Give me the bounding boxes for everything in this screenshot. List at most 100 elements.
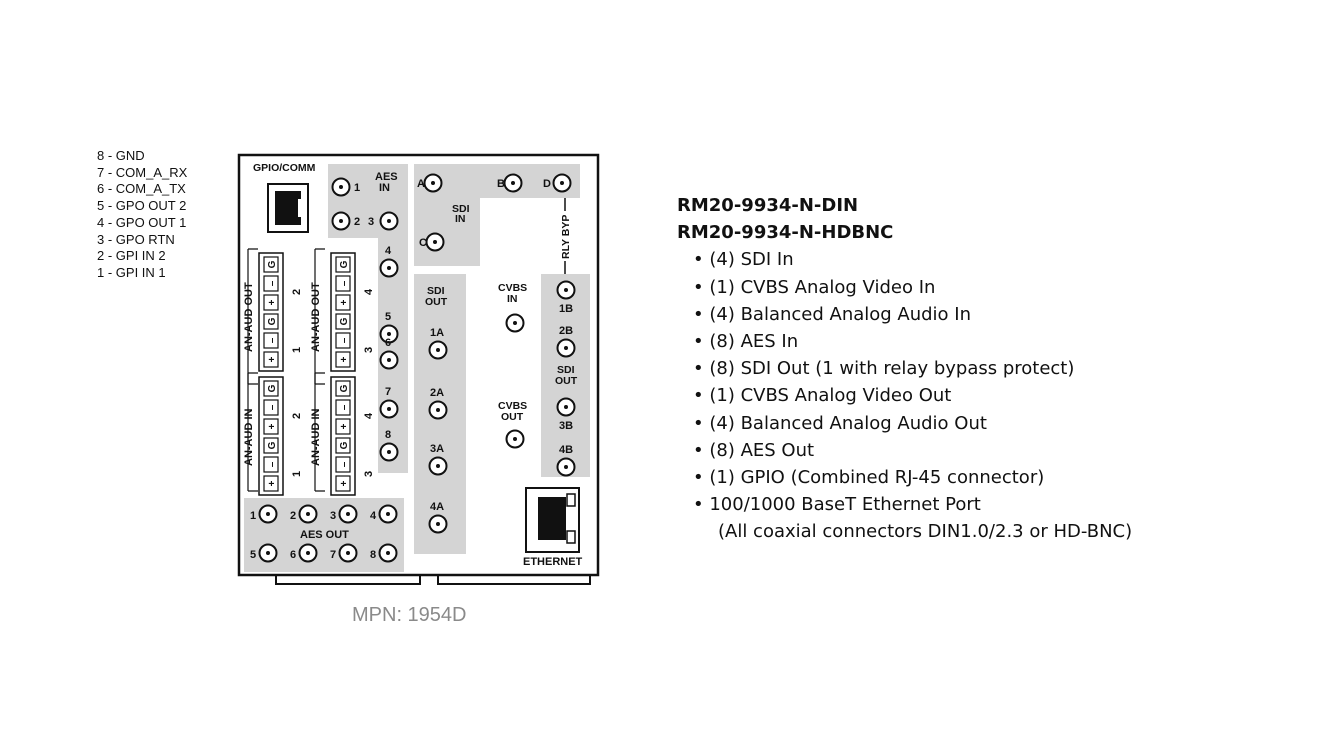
aes-in-7-label: 7: [385, 386, 391, 398]
channel-label: 1: [291, 347, 303, 353]
terminal-pin-label: –: [267, 280, 278, 286]
terminal-pin: [263, 256, 279, 273]
aes-out-2-label: 2: [290, 510, 296, 522]
pinout-line: 8 - GND: [97, 148, 145, 163]
sdi-out-label: SDI: [427, 285, 445, 297]
spec-bullet: • (4) Balanced Analog Audio In: [693, 303, 972, 325]
terminal-pin-label: +: [339, 480, 350, 486]
spec-bullet: • (1) GPIO (Combined RJ-45 connector): [693, 467, 1045, 489]
cvbs-in-label: CVBS: [498, 282, 527, 294]
terminal-pin: [263, 380, 279, 397]
terminal-pin-label: G: [339, 384, 350, 392]
spec-bullet: • (8) AES Out: [693, 439, 815, 461]
sdi-out-b-region: [541, 274, 590, 477]
ethernet-led: [566, 530, 576, 544]
an-aud-out-block-2: [330, 252, 356, 372]
terminal-pin-label: –: [267, 461, 278, 467]
model-name: RM20-9934-N-HDBNC: [677, 222, 894, 244]
pinout-line: 3 - GPO RTN: [97, 231, 175, 247]
terminal-pin: [335, 380, 351, 397]
sdi-out-1b-label: 1B: [559, 303, 573, 315]
spec-bullet: • (1) CVBS Analog Video In: [693, 276, 936, 298]
aes-in-5-label: 5: [385, 311, 391, 323]
spec-bullet: • (1) CVBS Analog Video Out: [693, 385, 952, 407]
spec-list: RM20-9934-N-DIN RM20-9934-N-HDBNC • (4) …: [677, 192, 1132, 546]
terminal-pin: [263, 456, 279, 473]
pinout-line: 2 - GPI IN 2: [97, 248, 166, 264]
sdi-in-b-label: B: [497, 178, 505, 190]
sdi-in-a-label: A: [417, 178, 425, 190]
mpn-label: MPN: 1954D: [352, 604, 467, 626]
aes-out-3-label: 3: [330, 510, 336, 522]
sdi-in-label: IN: [455, 213, 466, 225]
sdi-out-2b-label: 2B: [559, 325, 573, 337]
terminal-pin: [335, 332, 351, 349]
aes-out-8-label: 8: [370, 549, 376, 561]
terminal-pin: [263, 351, 279, 368]
sdi-out-4a-label: 4A: [430, 501, 444, 513]
terminal-pin-label: +: [267, 423, 278, 429]
terminal-pin: [335, 313, 351, 330]
terminal-pin-label: G: [267, 384, 278, 392]
aes-out-6-label: 6: [290, 549, 296, 561]
model-name: RM20-9934-N-DIN: [677, 195, 859, 216]
spec-bullet: • (4) SDI In: [693, 249, 794, 271]
an-aud-in-bracket-right: [314, 372, 325, 492]
sdi-out-1a-label: 1A: [430, 327, 444, 339]
spec-bullet: • (4) Balanced Analog Audio Out: [693, 412, 987, 434]
terminal-pin-label: –: [339, 280, 350, 286]
an-aud-in-bracket-left: [247, 372, 258, 492]
sdi-out-b-label: OUT: [555, 375, 578, 387]
gpio-pinout-list: 8 - GND 7 - COM_A_RX 6 - COM_A_TX 5 - GP…: [97, 148, 187, 282]
pinout-line: 5 - GPO OUT 2: [97, 198, 187, 214]
cvbs-out-label: CVBS: [498, 400, 527, 412]
terminal-pin: [335, 294, 351, 311]
terminal-pin: [263, 475, 279, 492]
terminal-pin: [335, 437, 351, 454]
aes-out-4-label: 4: [370, 510, 377, 522]
an-aud-out-bracket-left: [247, 248, 258, 385]
channel-label: 3: [363, 347, 375, 353]
terminal-pin-label: +: [339, 423, 350, 429]
sdi-out-3a-label: 3A: [430, 443, 444, 455]
an-aud-in-block-2: [330, 376, 356, 496]
terminal-pin: [335, 418, 351, 435]
terminal-pin-label: –: [339, 337, 350, 343]
terminal-pin: [263, 275, 279, 292]
terminal-pin: [263, 294, 279, 311]
an-aud-out-label: AN-AUD OUT: [310, 282, 322, 352]
rear-panel-svg: GPIO/COMM AES IN SDI IN RLY BYP SDI OUT …: [237, 153, 600, 585]
terminal-pin-label: G: [267, 260, 278, 268]
sdi-out-b-label: SDI: [557, 364, 575, 376]
terminal-pin-label: G: [339, 260, 350, 268]
channel-label: 2: [291, 289, 303, 295]
terminal-blocks: G–+G–+21G–+G–+43G–+G–+21G–+G–+43: [258, 252, 375, 496]
channel-label: 4: [363, 412, 375, 419]
terminal-pin: [335, 399, 351, 416]
spec-note: (All coaxial connectors DIN1.0/2.3 or HD…: [718, 521, 1133, 543]
aes-in-2-label: 2: [354, 216, 360, 228]
aes-in-6-label: 6: [385, 337, 391, 349]
terminal-pin: [335, 275, 351, 292]
aes-in-3-label: 3: [368, 216, 374, 228]
terminal-pin-label: G: [339, 317, 350, 325]
aes-out-1-label: 1: [250, 510, 256, 522]
pinout-line: 6 - COM_A_TX: [97, 181, 186, 197]
aes-in-1-label: 1: [354, 182, 360, 194]
spec-bullet: • 100/1000 BaseT Ethernet Port: [693, 494, 981, 516]
cvbs-in-label: IN: [507, 293, 518, 305]
aes-out-5-label: 5: [250, 549, 256, 561]
gpio-rj45-jack: [275, 191, 301, 225]
aes-out-7-label: 7: [330, 549, 336, 561]
terminal-pin-label: +: [267, 356, 278, 362]
ethernet-led: [566, 493, 576, 507]
an-aud-in-block-1: [258, 376, 284, 496]
terminal-pin-label: –: [267, 404, 278, 410]
terminal-pin-label: +: [267, 299, 278, 305]
aes-in-8-label: 8: [385, 429, 391, 441]
pinout-line: 7 - COM_A_RX: [97, 164, 188, 180]
spec-bullet: • (8) AES In: [693, 331, 799, 353]
sdi-out-2a-label: 2A: [430, 387, 444, 399]
terminal-pin-label: G: [267, 441, 278, 449]
sdi-in-region: [414, 164, 580, 266]
